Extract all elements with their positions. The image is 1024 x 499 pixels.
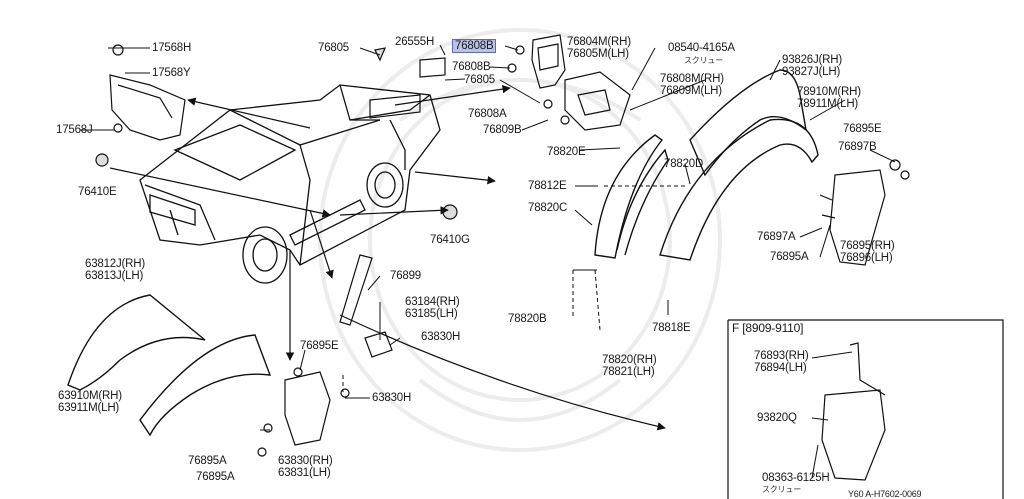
- lower-fender-flares: [67, 294, 272, 437]
- label-78812e: 78812E: [528, 180, 567, 192]
- label-63812j: 63812J(RH) 63813J(LH): [85, 258, 145, 282]
- label-76410e: 76410E: [78, 186, 117, 198]
- watermark: [318, 28, 722, 452]
- inset-f-box: [727, 319, 1004, 499]
- label-76895rh: 76895(RH) 76896(LH): [840, 240, 895, 264]
- label-78820b: 78820B: [508, 313, 547, 325]
- label-76895a-left2: 76895A: [196, 471, 235, 483]
- leader-lines: [80, 44, 896, 479]
- label-63830rh: 63830(RH) 63831(LH): [278, 455, 333, 479]
- callout-arrows: [109, 84, 666, 431]
- label-76895e-left: 76895E: [300, 340, 339, 352]
- label-76895a-left1: 76895A: [188, 455, 227, 467]
- label-76804m: 76804M(RH) 76805M(LH): [567, 36, 631, 60]
- label-63910m: 63910M(RH) 63911M(LH): [58, 390, 122, 414]
- label-26555h: 26555H: [395, 36, 435, 48]
- label-63830h-2: 63830H: [372, 392, 412, 404]
- label-76805-top: 76805: [318, 42, 349, 54]
- front-fender-flare: [594, 134, 669, 259]
- label-78910m: 78910M(RH) 78911M(LH): [797, 86, 861, 110]
- label-76897a: 76897A: [757, 231, 796, 243]
- label-63830h-1: 63830H: [421, 331, 461, 343]
- label-93826j: 93826J(RH) 93827J(LH): [782, 54, 842, 78]
- label-17568h: 17568H: [152, 42, 192, 54]
- label-78820d: 78820D: [664, 158, 704, 170]
- label-17568j: 17568J: [56, 124, 93, 136]
- label-76895a-right: 76895A: [770, 251, 809, 263]
- label-76808a: 76808A: [468, 108, 507, 120]
- label-08540-4165a: 08540-4165A: [668, 42, 735, 54]
- side-strip-part: [339, 254, 393, 358]
- label-78820rh: 78820(RH) 78821(LH): [602, 354, 657, 378]
- label-17568y: 17568Y: [152, 67, 191, 79]
- label-76893: 76893(RH) 76894(LH): [754, 350, 809, 374]
- label-63184: 63184(RH) 63185(LH): [405, 296, 460, 320]
- label-93820q: 93820Q: [757, 412, 797, 424]
- label-76808b: 76808B: [452, 61, 491, 73]
- label-76895e-right: 76895E: [843, 123, 882, 135]
- rear-cab-panel-part: [369, 47, 446, 119]
- label-78820e: 78820E: [547, 146, 586, 158]
- label-78820c: 78820C: [528, 202, 568, 214]
- label-76809b: 76809B: [483, 124, 522, 136]
- label-screw-2: スクリュー: [762, 485, 801, 494]
- label-76897b: 76897B: [838, 141, 877, 153]
- label-78818e: 78818E: [652, 322, 691, 334]
- truck-illustration: [139, 84, 441, 284]
- diagram-code: Y60 A-H7602-0069: [848, 489, 922, 499]
- label-screw-1: スクリュー: [684, 56, 723, 65]
- label-76808m: 76808M(RH) 76809M(LH): [660, 73, 724, 97]
- label-76410g: 76410G: [430, 234, 470, 246]
- rear-fender-flare: [659, 69, 819, 261]
- label-76899: 76899: [390, 270, 421, 282]
- label-08363-6125h: 08363-6125H: [762, 472, 830, 484]
- tailgate-handle-part: [507, 34, 631, 131]
- front-mud-flap: [257, 367, 350, 457]
- roof-drip-part: [95, 44, 458, 220]
- label-76805: 76805: [464, 74, 495, 86]
- label-76808b-highlighted[interactable]: 76808B: [452, 39, 497, 53]
- inset-f-title: F [8909-9110]: [732, 321, 804, 335]
- rear-mud-flap: [819, 159, 910, 266]
